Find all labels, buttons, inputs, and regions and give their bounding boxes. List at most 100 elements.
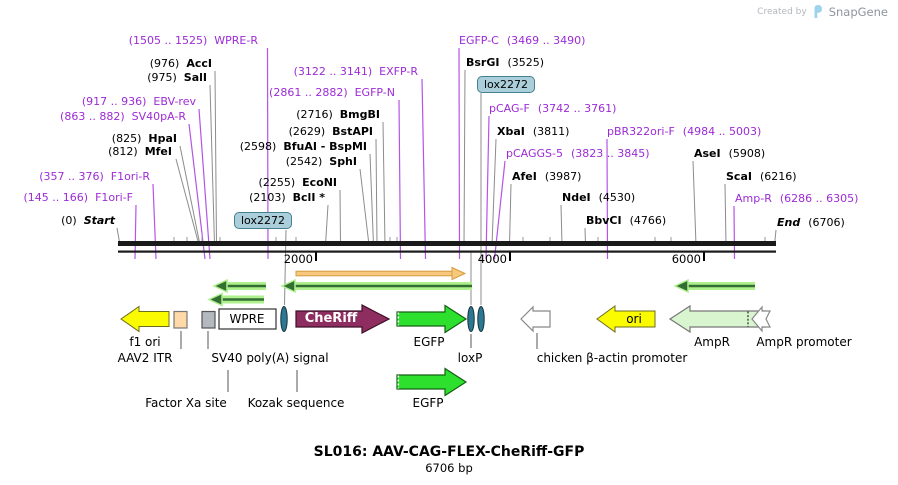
label-mfei[interactable]: (812)MfeI xyxy=(108,145,172,158)
label-bbvci[interactable]: BbvCI(4766) xyxy=(586,214,667,227)
feature-label-egfp[interactable]: EGFP xyxy=(413,335,445,349)
leader-asei xyxy=(692,160,697,246)
label-ndei[interactable]: NdeI(4530) xyxy=(562,191,636,204)
label-start[interactable]: (0)Start xyxy=(61,214,115,227)
leader-exfp-r xyxy=(421,78,427,260)
label-amp-r[interactable]: Amp-R(6286 .. 6305) xyxy=(735,192,859,205)
axis-label-6000: 6000 xyxy=(671,252,701,266)
feature-egfp-partial-arrow[interactable] xyxy=(396,367,468,397)
cheriff-arrow-text: CheRiff xyxy=(304,311,358,326)
label-bmgbi[interactable]: (2716)BmgBI xyxy=(296,108,380,121)
feature-ori-arrow[interactable] xyxy=(596,305,656,333)
leader-pbr322ori-f xyxy=(606,138,609,260)
leader-sv40pa-r xyxy=(188,123,206,260)
leader-f1ori-r xyxy=(152,183,157,260)
snapgene-logo-icon xyxy=(814,5,822,18)
label-sphi[interactable]: (2542)SphI xyxy=(285,155,357,168)
feature-label-factor-xa[interactable]: Factor Xa site xyxy=(145,396,227,410)
plasmid-size: 6706 bp xyxy=(425,461,473,475)
leader-acci xyxy=(214,70,217,246)
feature-label-f1-ori[interactable]: f1 ori xyxy=(129,335,161,349)
feature-ampr-arrow[interactable] xyxy=(668,304,766,334)
feature-label-ampr[interactable]: AmpR xyxy=(694,335,730,349)
leader-bmgbi xyxy=(382,121,386,246)
feature-aav2-itr-box[interactable] xyxy=(173,310,188,329)
leader-sphi xyxy=(359,168,370,246)
label-bcli[interactable]: (2103)BclI * xyxy=(249,191,325,204)
label-bfuai-bspmi[interactable]: (2598)BfuAI - BspMI xyxy=(239,140,367,153)
label-sv40pa-r[interactable]: (863 .. 882)SV40pA-R xyxy=(60,110,186,123)
label-sali[interactable]: (975)SalI xyxy=(147,71,207,84)
lox2272-badge-right[interactable]: lox2272 xyxy=(477,76,535,93)
orf-green3-head xyxy=(207,292,223,307)
feature-label-ampr-promoter[interactable]: AmpR promoter xyxy=(756,335,852,349)
feature-f1-ori-arrow[interactable] xyxy=(120,305,170,333)
label-egfp-c[interactable]: EGFP-C(3469 .. 3490) xyxy=(459,34,586,47)
feature-ampr-promoter-arrow[interactable] xyxy=(751,305,771,333)
leader-egfp-n xyxy=(398,99,402,260)
lox2272-badge-left[interactable]: lox2272 xyxy=(234,212,292,229)
leader-afei xyxy=(509,183,512,246)
label-hpai[interactable]: (825)HpaI xyxy=(111,132,177,145)
feature-lox-site-2[interactable] xyxy=(467,306,475,332)
orf-green1-head xyxy=(212,278,228,294)
plasmid-title: SL016: AAV-CAG-FLEX-CheRiff-GFP xyxy=(313,444,585,460)
snapgene-watermark: Created by SnapGene xyxy=(757,4,888,19)
feature-lox-site-1[interactable] xyxy=(280,306,288,332)
label-pbr322ori-f[interactable]: pBR322ori-F(4984 .. 5003) xyxy=(607,125,762,138)
leader-scai xyxy=(724,183,727,246)
label-afei[interactable]: AfeI(3987) xyxy=(512,170,582,183)
leader-ebv-rev xyxy=(198,108,211,260)
created-by-text: Created by xyxy=(757,6,807,17)
label-acci[interactable]: (976)AccI xyxy=(149,57,212,70)
label-scai[interactable]: ScaI(6216) xyxy=(726,170,797,183)
feature-label-egfp-partial[interactable]: EGFP xyxy=(412,396,444,410)
label-f1ori-r[interactable]: (357 .. 376)F1ori-R xyxy=(39,170,150,183)
label-bstapi[interactable]: (2629)BstAPI xyxy=(288,125,373,138)
feature-lox-site-3[interactable] xyxy=(477,306,485,332)
label-egfp-n[interactable]: (2861 .. 2882)EGFP-N xyxy=(269,86,395,99)
leader-sali xyxy=(209,84,215,246)
sequence-bar[interactable] xyxy=(118,241,776,246)
label-ebv-rev[interactable]: (917 .. 936)EBV-rev xyxy=(81,95,196,108)
feature-cheriff-arrow[interactable] xyxy=(295,304,391,334)
wpre-box-text: WPRE xyxy=(229,312,265,326)
feature-label-kozak[interactable]: Kozak sequence xyxy=(247,396,345,410)
label-wpre-r[interactable]: (1505 .. 1525)WPRE-R xyxy=(128,34,258,47)
feature-egfp-arrow[interactable] xyxy=(396,304,468,334)
label-end[interactable]: End(6706) xyxy=(777,216,845,229)
label-pcag-f[interactable]: pCAG-F(3742 .. 3761) xyxy=(489,102,617,115)
enzyme-leader-lines xyxy=(116,69,777,306)
axis-tick-marks xyxy=(315,252,705,261)
feature-label-aav2-itr[interactable]: AAV2 ITR xyxy=(117,351,173,365)
feature-label-chicken-promoter[interactable]: chicken β-actin promoter xyxy=(536,351,688,365)
leader-bsrgi xyxy=(463,69,466,246)
feature-label-loxp[interactable]: loxP xyxy=(457,351,483,365)
label-f1ori-f[interactable]: (145 .. 166)F1ori-F xyxy=(23,191,134,204)
label-bsrgi[interactable]: BsrGI(3525) xyxy=(466,56,545,69)
leader-mfei xyxy=(175,158,200,246)
snapgene-brand-text: SnapGene xyxy=(828,4,888,19)
feature-chicken-promoter-arrow[interactable] xyxy=(520,305,551,333)
orf-arrow-orange-head xyxy=(451,266,467,281)
label-exfp-r[interactable]: (3122 .. 3141)EXFP-R xyxy=(293,65,418,78)
feature-row xyxy=(120,304,771,397)
axis-label-4000: 4000 xyxy=(477,252,507,266)
label-econi[interactable]: (2255)EcoNI xyxy=(258,176,337,189)
leader-pcag-f xyxy=(485,115,490,260)
label-xbai[interactable]: XbaI(3811) xyxy=(497,125,570,138)
leader-f1ori-f xyxy=(134,204,137,260)
feature-wpre-box[interactable] xyxy=(218,308,277,330)
sequence-baseline xyxy=(118,250,776,253)
label-asei[interactable]: AseI(5908) xyxy=(694,147,766,160)
ori-arrow-text: ori xyxy=(626,312,642,326)
leader-econi xyxy=(339,189,341,246)
leader-bfuai-bspmi xyxy=(369,153,374,246)
label-pcaggs-5[interactable]: pCAGGS-5(3823 .. 3845) xyxy=(506,147,650,160)
orf-arrow-orange[interactable] xyxy=(295,270,454,277)
leader-amp-r xyxy=(733,205,736,260)
feature-label-sv40-polya[interactable]: SV40 poly(A) signal xyxy=(211,351,329,365)
feature-sv40-polya-box[interactable] xyxy=(201,310,216,329)
leader-egfp-c xyxy=(458,47,461,260)
